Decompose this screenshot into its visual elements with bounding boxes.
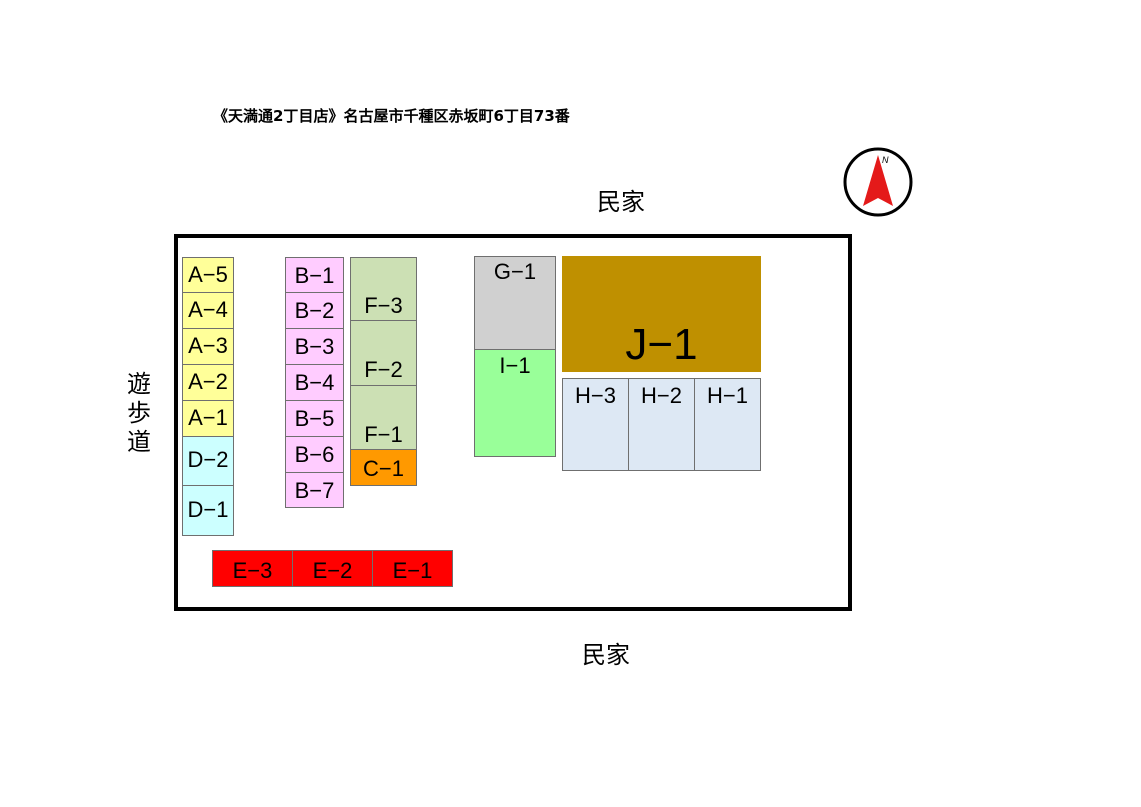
stall-label: J−1 [625,320,698,369]
stall-label: G−1 [493,259,537,284]
walkway-label: 遊 歩 道 [124,370,154,457]
stall-j1[interactable]: J−1 [562,256,761,372]
stall-a5[interactable]: A−5 [182,257,234,293]
stall-label: H−2 [641,383,682,408]
stall-label: E−3 [232,558,273,583]
stall-b5[interactable]: B−5 [285,400,344,437]
stall-f1[interactable]: F−1 [350,385,417,450]
stall-label: D−1 [187,497,229,522]
walkway-char: 歩 [127,399,151,427]
stall-a1[interactable]: A−1 [182,400,234,437]
stall-label: C−1 [363,456,404,481]
north-compass-icon: N [843,147,913,217]
stall-label: A−5 [188,262,228,287]
stall-b1[interactable]: B−1 [285,257,344,293]
parking-lot-boundary [174,234,852,611]
stall-label: I−1 [499,353,531,378]
stall-e2[interactable]: E−2 [292,550,373,587]
stall-label: B−3 [294,334,335,359]
stall-g1[interactable]: G−1 [474,256,556,350]
stall-e1[interactable]: E−1 [372,550,453,587]
stall-label: B−4 [294,370,335,395]
neighbor-top-label: 民家 [597,188,645,216]
stall-b6[interactable]: B−6 [285,436,344,473]
stall-label: A−4 [188,297,228,322]
stall-f2[interactable]: F−2 [350,320,417,386]
stall-d1[interactable]: D−1 [182,485,234,536]
compass-north-text: N [882,155,889,165]
stall-label: B−1 [294,263,335,288]
stall-b7[interactable]: B−7 [285,472,344,508]
stall-label: H−1 [707,383,748,408]
stall-label: E−1 [392,558,433,583]
walkway-char: 遊 [127,370,151,398]
stall-a4[interactable]: A−4 [182,292,234,329]
stall-label: B−5 [294,406,335,431]
stall-b4[interactable]: B−4 [285,364,344,401]
stall-label: B−2 [294,298,335,323]
walkway-char: 道 [127,428,151,456]
neighbor-bottom-label: 民家 [582,641,630,669]
stall-b3[interactable]: B−3 [285,328,344,365]
stall-label: A−1 [188,405,228,430]
stall-a3[interactable]: A−3 [182,328,234,365]
stall-label: D−2 [187,447,229,472]
stall-label: B−6 [294,442,335,467]
stall-label: F−1 [364,422,403,447]
stall-c1[interactable]: C−1 [350,449,417,486]
stall-f3[interactable]: F−3 [350,257,417,321]
stall-label: H−3 [575,383,616,408]
stall-a2[interactable]: A−2 [182,364,234,401]
stall-label: B−7 [294,478,335,503]
stall-i1[interactable]: I−1 [474,349,556,457]
stall-label: A−2 [188,369,228,394]
stall-h2[interactable]: H−2 [628,378,695,471]
stall-label: F−2 [364,357,403,382]
stall-e3[interactable]: E−3 [212,550,293,587]
stall-label: F−3 [364,293,403,318]
stall-label: A−3 [188,333,228,358]
stall-h1[interactable]: H−1 [694,378,761,471]
stall-d2[interactable]: D−2 [182,436,234,486]
page-title: 《天満通2丁目店》名古屋市千種区赤坂町6丁目73番 [213,107,570,125]
stall-b2[interactable]: B−2 [285,292,344,329]
stall-h3[interactable]: H−3 [562,378,629,471]
stall-label: E−2 [312,558,353,583]
